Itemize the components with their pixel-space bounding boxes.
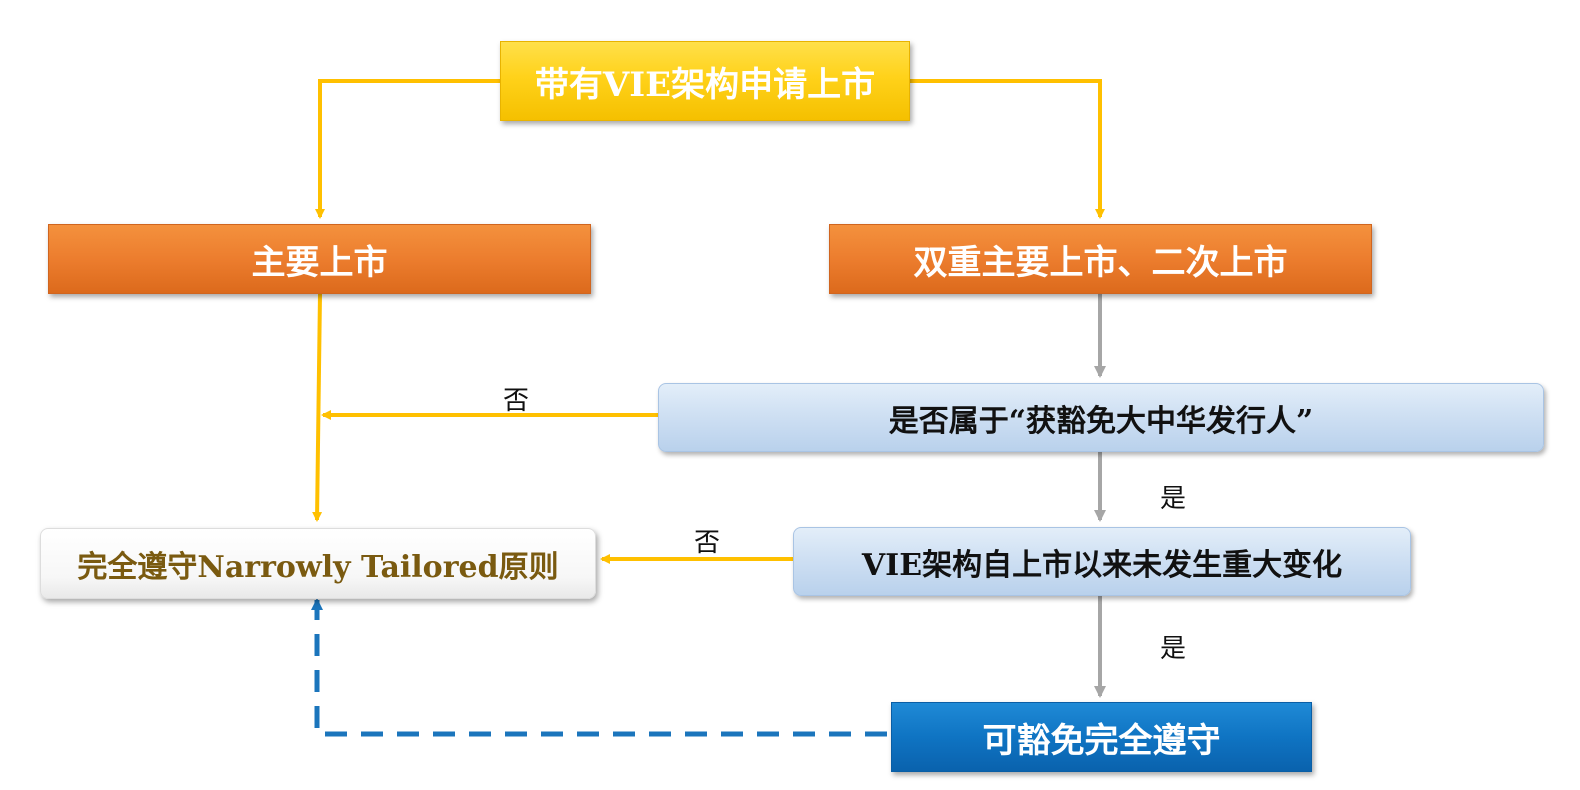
node-full-compliance: 完全遵守Narrowly Tailored原则	[40, 528, 596, 599]
node-dual-label: 双重主要上市、二次上市	[913, 242, 1288, 283]
connector-primary-to-compliance	[312, 293, 323, 522]
node-compliance-label: 完全遵守Narrowly Tailored原则	[77, 549, 559, 585]
node-apply-with-vie: 带有VIE架构申请上市	[500, 41, 910, 121]
edge-label-no-1: 否	[503, 386, 530, 416]
connector-exempt-to-compliance	[311, 598, 887, 737]
node-decision-vie-unchanged: VIE架构自上市以来未发生重大变化	[793, 527, 1411, 596]
node-decision2-label: VIE架构自上市以来未发生重大变化	[861, 547, 1343, 583]
edge-label-no-2: 否	[694, 528, 721, 558]
node-exempt-full-compliance: 可豁免完全遵守	[891, 702, 1312, 772]
node-decision-exempt-greater-china: 是否属于“获豁免大中华发行人”	[658, 383, 1544, 452]
node-primary-listing: 主要上市	[48, 224, 591, 294]
edge-label-yes-1: 是	[1160, 484, 1187, 514]
connector-apply-to-primary	[315, 79, 500, 219]
node-dual-secondary-listing: 双重主要上市、二次上市	[829, 224, 1372, 294]
connector-apply-to-dual	[910, 79, 1105, 219]
node-decision1-label: 是否属于“获豁免大中华发行人”	[888, 403, 1314, 439]
edge-label-yes-2: 是	[1160, 634, 1187, 664]
node-primary-label: 主要上市	[251, 242, 388, 283]
node-exempt-label: 可豁免完全遵守	[982, 720, 1221, 761]
node-apply-label: 带有VIE架构申请上市	[534, 64, 876, 105]
